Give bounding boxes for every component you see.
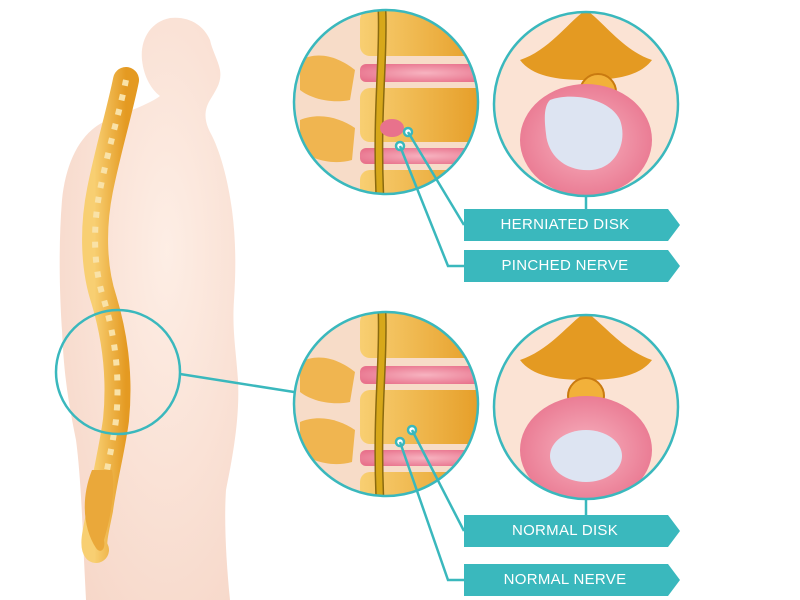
magnifier-circle: [54, 308, 295, 436]
normal-cross-section: [492, 313, 680, 501]
herniated-cross-section: [492, 10, 680, 198]
normal-side-view: [292, 310, 480, 498]
herniated-side-view: [292, 8, 480, 196]
pinched-nerve-label: PINCHED NERVE: [464, 250, 680, 282]
normal-disk-label: NORMAL DISK: [464, 515, 680, 547]
spine-icon: [81, 67, 139, 563]
herniated-disk-label: HERNIATED DISK: [464, 209, 680, 241]
normal-nerve-label: NORMAL NERVE: [464, 564, 680, 596]
leader-lines: [394, 126, 588, 582]
